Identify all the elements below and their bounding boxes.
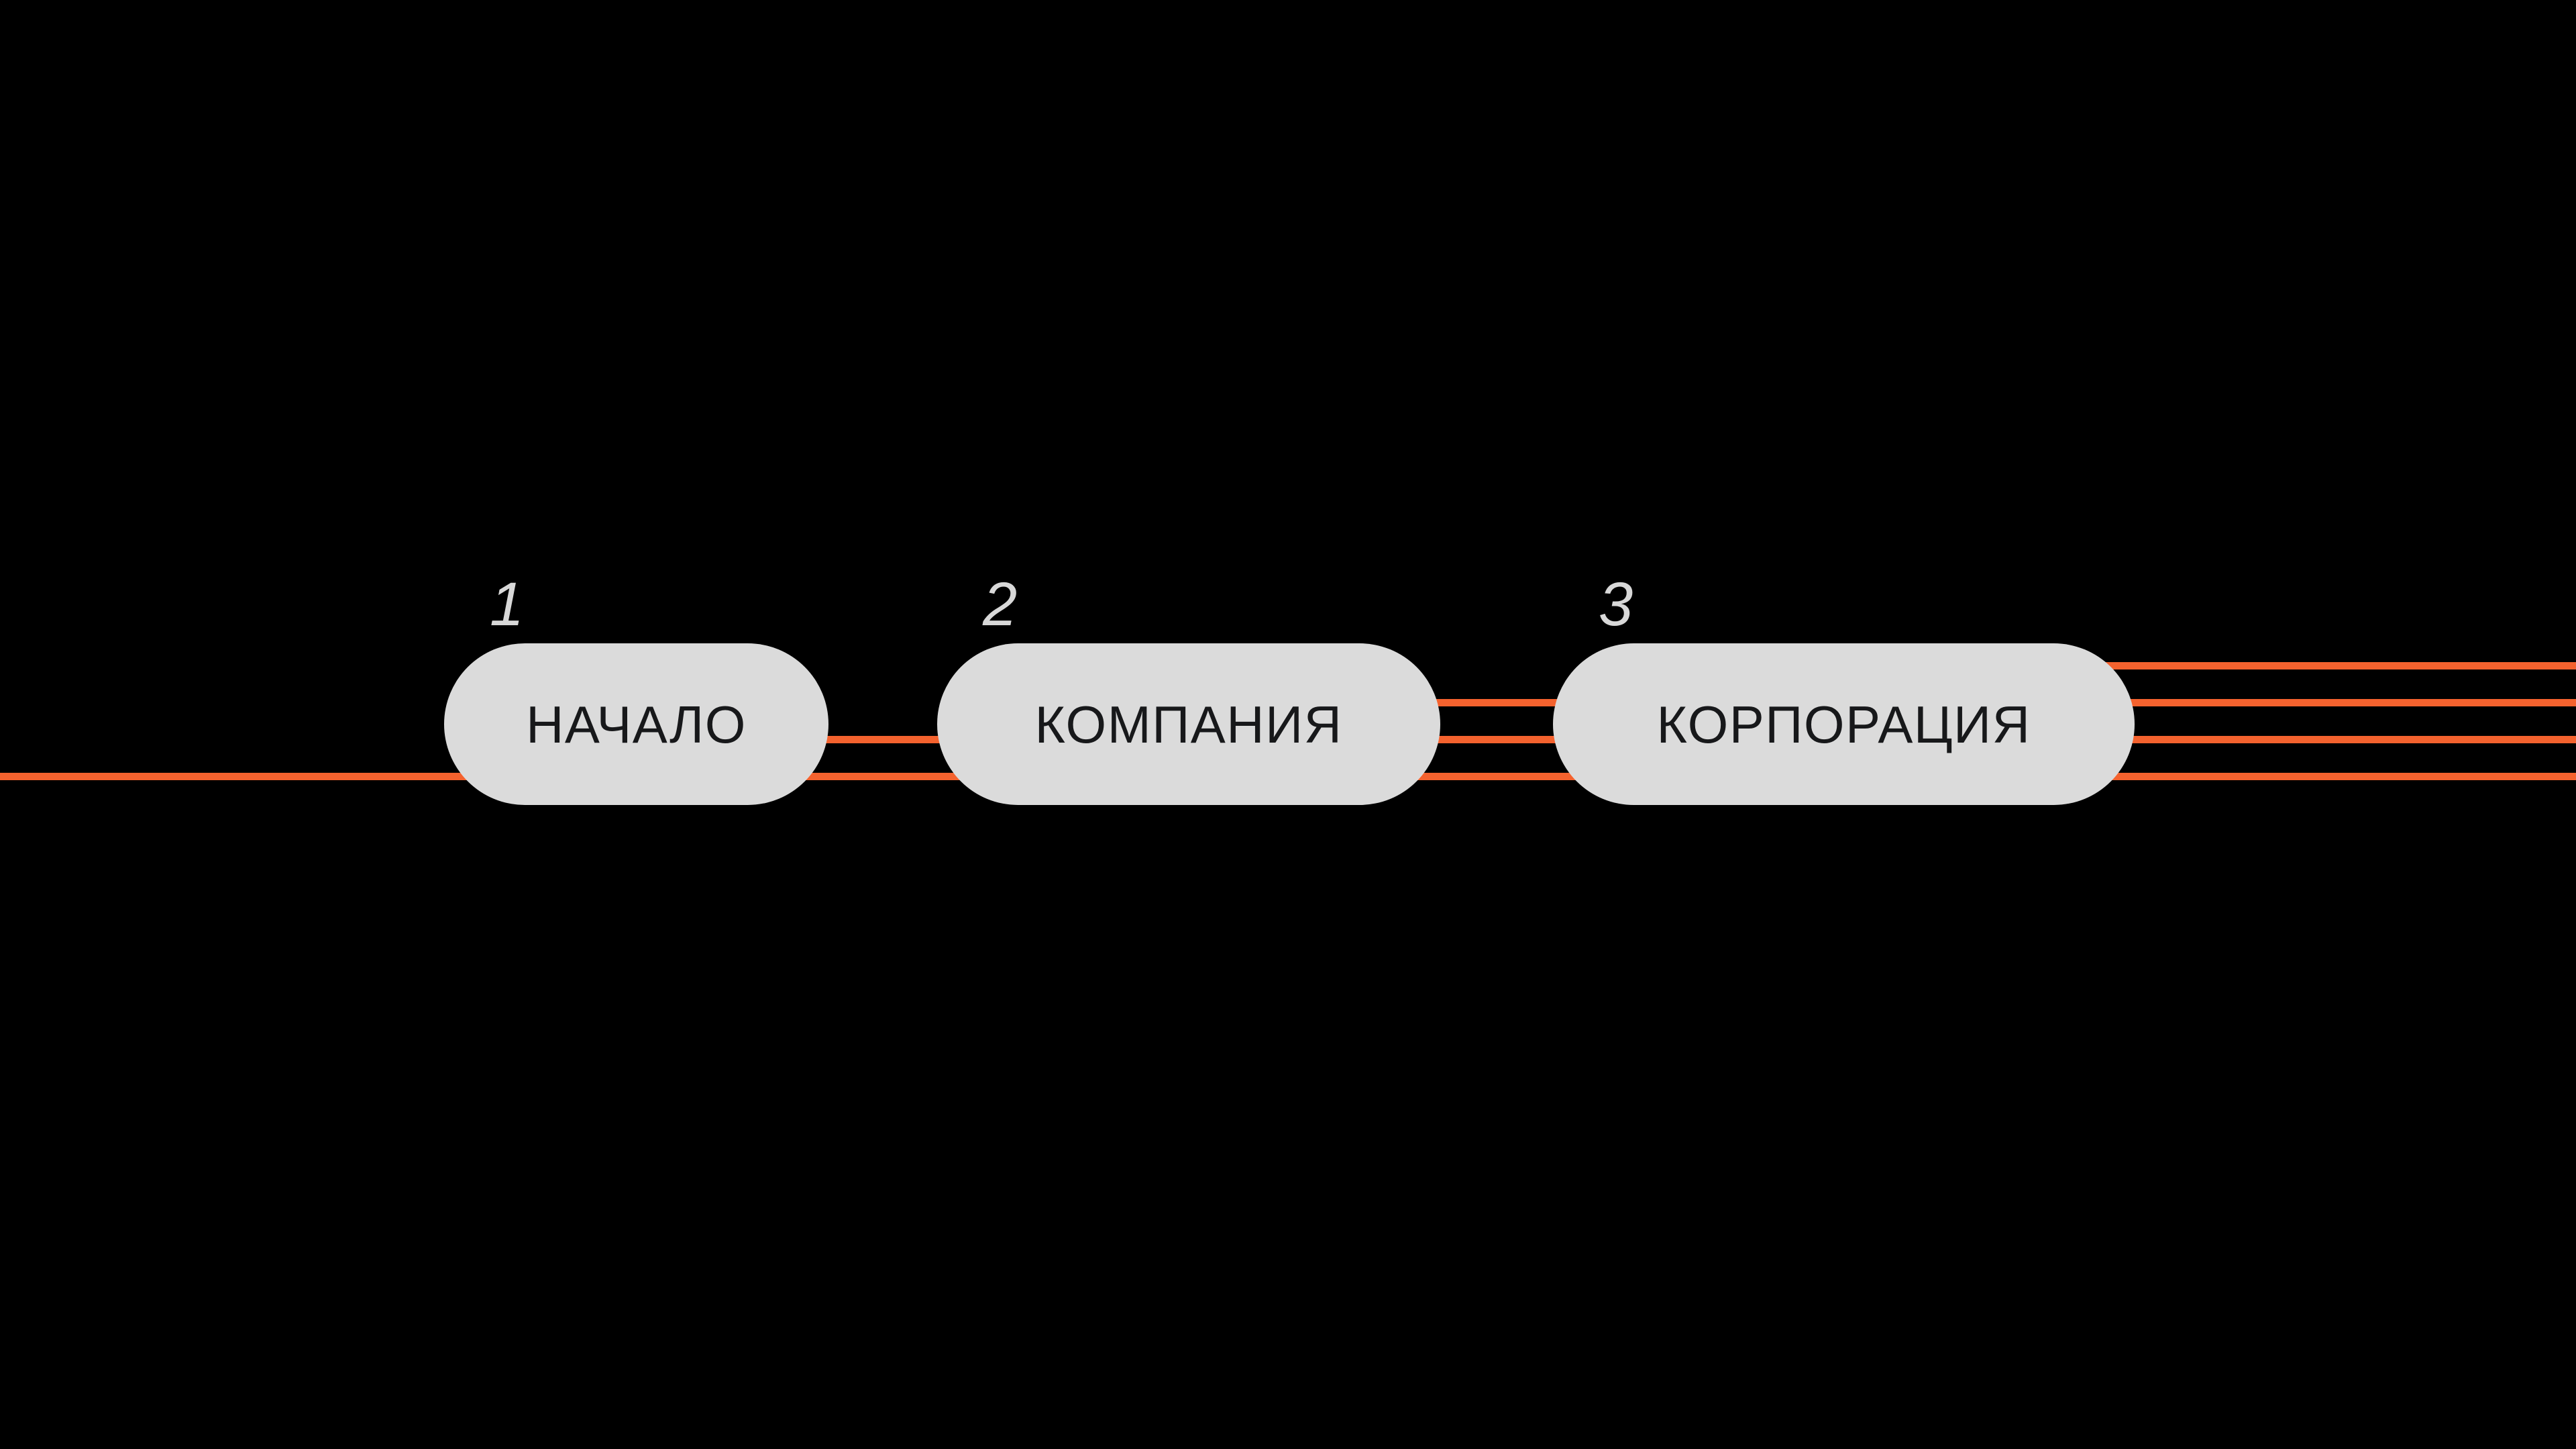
step-number-3: 3 — [1599, 570, 1633, 639]
step-number-2: 2 — [983, 570, 1018, 639]
connector-rail-4 — [1811, 662, 2576, 669]
timeline-step-1[interactable]: 1 НАЧАЛО — [444, 574, 828, 805]
step-label-3: КОРПОРАЦИЯ — [1656, 694, 2031, 754]
timeline-step-3[interactable]: 3 КОРПОРАЦИЯ — [1553, 574, 2135, 805]
step-pill-1[interactable]: НАЧАЛО — [444, 643, 828, 805]
step-label-1: НАЧАЛО — [526, 694, 747, 754]
step-label-2: КОМПАНИЯ — [1034, 694, 1343, 754]
step-pill-2[interactable]: КОМПАНИЯ — [937, 643, 1440, 805]
step-number-1: 1 — [490, 570, 525, 639]
step-pill-3[interactable]: КОРПОРАЦИЯ — [1553, 643, 2135, 805]
timeline-step-2[interactable]: 2 КОМПАНИЯ — [937, 574, 1440, 805]
